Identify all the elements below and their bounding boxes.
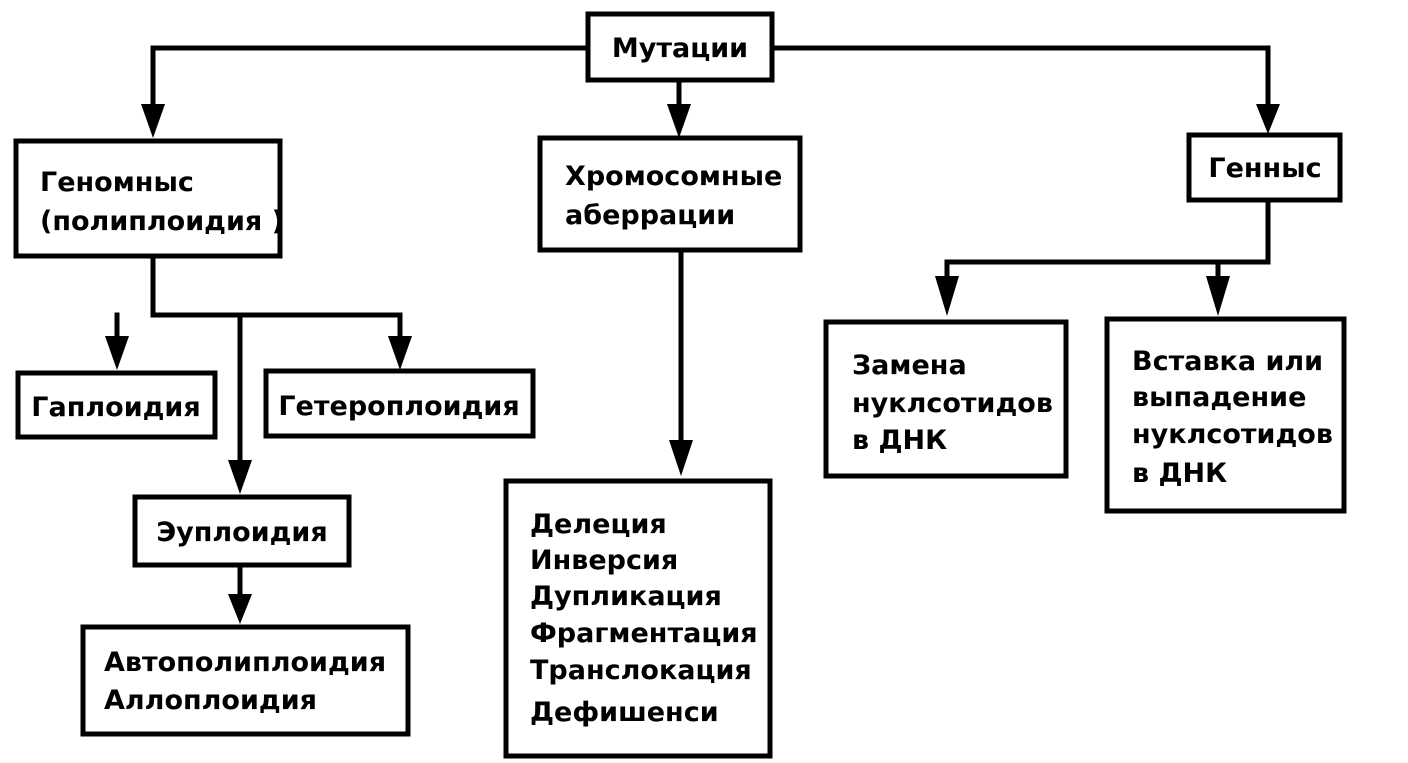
- node-gene-label: Генныс: [1208, 153, 1321, 184]
- insertion-line2: выпадение: [1132, 382, 1306, 413]
- connector-root-gene: [769, 45, 1271, 109]
- node-substitution: Замена нуклсотидов в ДНК: [823, 319, 1069, 479]
- node-euploidy-label: Эуплоидия: [156, 517, 327, 548]
- node-insertion-deletion: Вставка или выпадение нуклсотидов в ДНК: [1104, 316, 1347, 514]
- substitution-line2: нуклсотидов: [852, 388, 1053, 419]
- chromosomal-type-duplication: Дупликация: [530, 581, 722, 612]
- arrowhead-substitution: [935, 276, 959, 316]
- node-chromosomal-types: Делеция Инверсия Дупликация Фрагментация…: [503, 478, 773, 759]
- arrowhead-euploidy: [228, 460, 252, 494]
- arrowhead-euploidy-types: [228, 594, 252, 624]
- node-chromosomal-label-line2: аберрации: [565, 200, 735, 231]
- connectors: [114, 45, 1271, 599]
- node-root-label: Мутации: [612, 33, 748, 64]
- euploidy-type-autopolyploidy: Автополиплоидия: [104, 647, 386, 678]
- node-gene: Генныс: [1186, 132, 1343, 203]
- chromosomal-type-deletion: Делеция: [530, 509, 667, 540]
- node-genomic-label-line2: (полиплоидия ): [40, 206, 284, 237]
- node-heteroploidy-label: Гетероплоидия: [278, 391, 519, 422]
- node-euploidy: Эуплоидия: [132, 494, 352, 568]
- node-heteroploidy: Гетероплоидия: [263, 368, 536, 439]
- chromosomal-type-translocation: Транслокация: [530, 655, 752, 686]
- insertion-line3: нуклсотидов: [1132, 419, 1333, 450]
- arrowhead-heteroploidy: [388, 336, 412, 370]
- chromosomal-type-fragmentation: Фрагментация: [530, 618, 758, 649]
- chromosomal-type-deficiency: Дефишенси: [530, 697, 719, 728]
- node-genomic: Геномныс (полиплоидия ): [13, 138, 284, 259]
- connector-gene-branch: [944, 197, 1271, 281]
- node-euploidy-types: Автополиплоидия Аллоплоидия: [80, 624, 411, 737]
- arrowhead-gene: [1256, 104, 1280, 134]
- connector-root-genomic: [150, 45, 591, 109]
- arrowhead-genomic: [141, 104, 165, 138]
- arrowhead-chromosomal-types: [669, 440, 693, 476]
- node-chromosomal: Хромосомные аберрации: [537, 135, 803, 253]
- node-root: Мутации: [585, 11, 775, 83]
- insertion-line4: в ДНК: [1132, 458, 1227, 489]
- node-haploidy: Гаплоидия: [15, 370, 218, 440]
- node-genomic-label-line1: Геномныс: [40, 167, 194, 198]
- chromosomal-type-inversion: Инверсия: [530, 545, 678, 576]
- node-chromosomal-label-line1: Хромосомные: [565, 161, 782, 192]
- arrowhead-haploidy: [105, 336, 129, 370]
- connector-genomic-branch: [150, 253, 403, 341]
- arrowhead-insertion: [1206, 276, 1230, 316]
- arrowheads: [105, 104, 1280, 624]
- insertion-line1: Вставка или: [1132, 346, 1323, 377]
- substitution-line1: Замена: [852, 350, 967, 381]
- node-haploidy-label: Гаплоидия: [31, 392, 200, 423]
- substitution-line3: в ДНК: [852, 425, 947, 456]
- arrowhead-chromosomal: [667, 104, 691, 138]
- euploidy-type-alloploidy: Аллоплоидия: [104, 685, 317, 716]
